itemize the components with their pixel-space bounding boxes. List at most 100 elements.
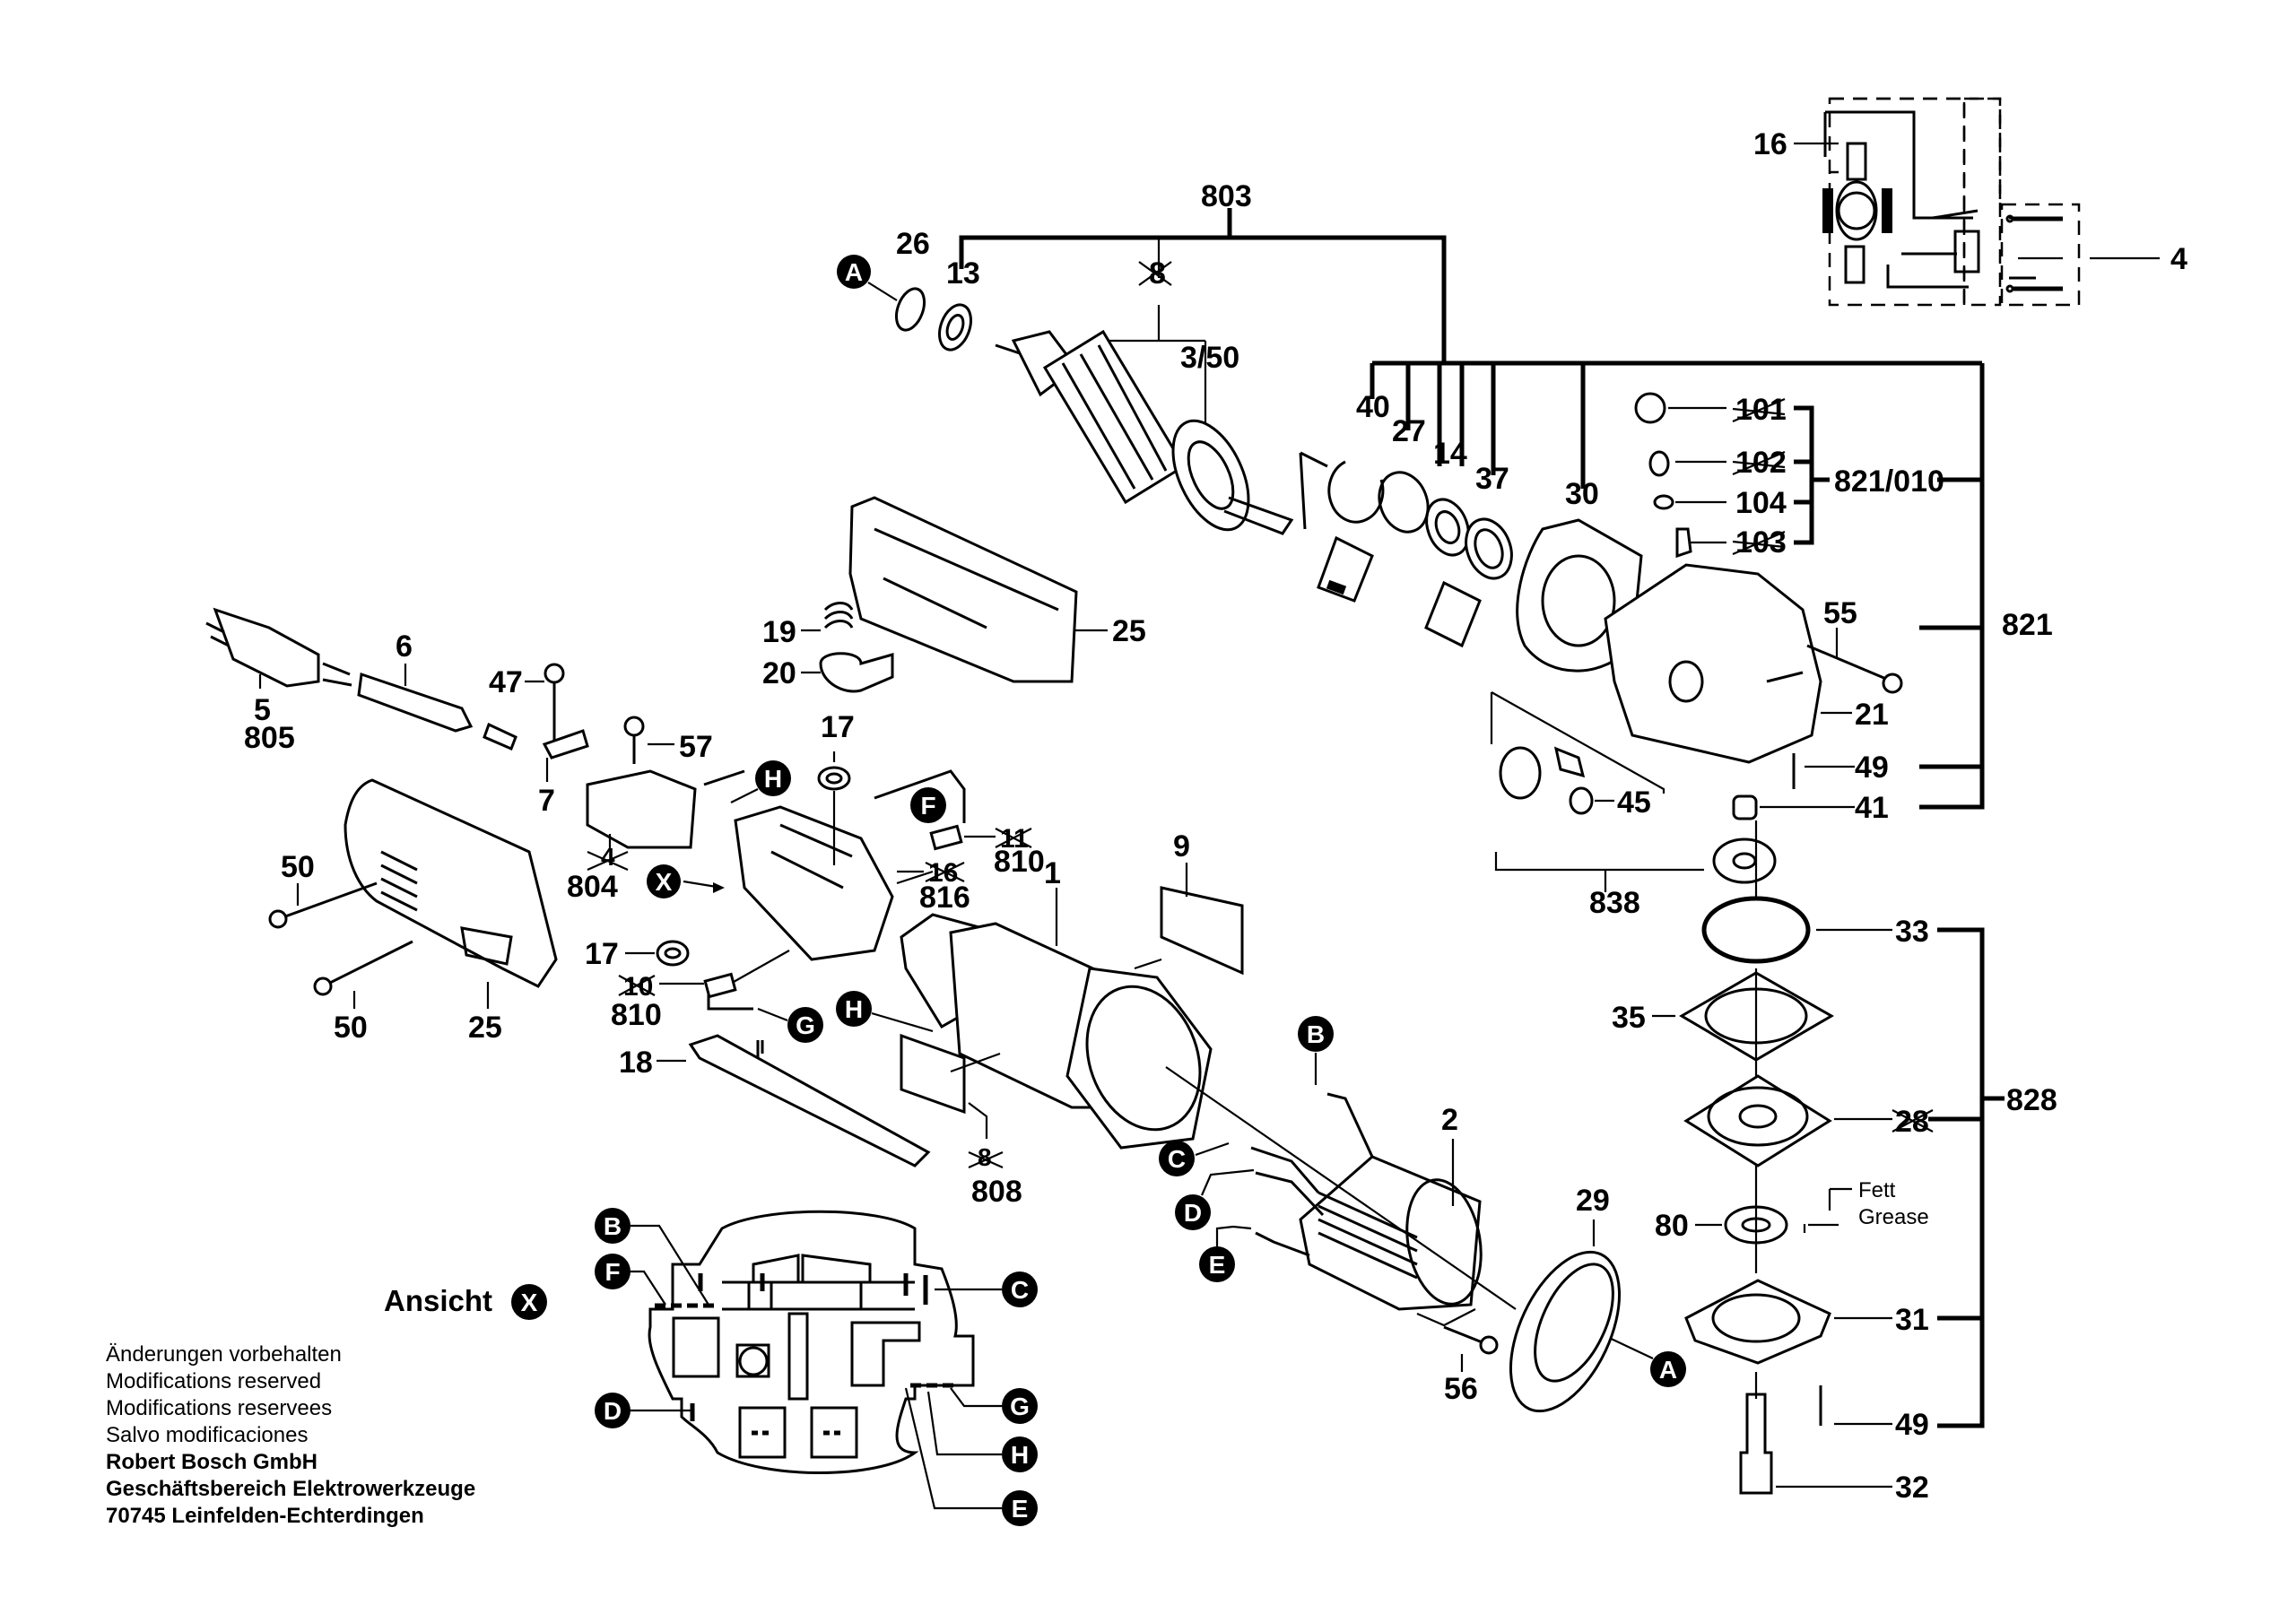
part-13-bearing: [938, 303, 972, 352]
part-1-motor-housing: [900, 913, 1213, 1150]
label-29: 29: [1576, 1184, 1610, 1218]
part-31-clamp-plate: [1684, 1279, 1831, 1365]
callout-a-bottom: A: [1605, 1335, 1686, 1387]
part-45-nut: [1569, 786, 1594, 815]
part-5-plug: [213, 607, 320, 688]
part-25-handle-cover-b: [344, 778, 558, 988]
callout-f: F: [910, 787, 946, 823]
label-11-struck: 11: [995, 824, 1032, 854]
label-2: 2: [1441, 1103, 1458, 1137]
part-28-bearing-flange: [1683, 1074, 1832, 1167]
callout-a-top: A: [837, 255, 898, 301]
part-brush-b: [703, 972, 737, 999]
part-26-nut: [894, 287, 926, 332]
part-6-cord-protector: [357, 672, 474, 733]
footer-company: Robert Bosch GmbH: [106, 1450, 318, 1474]
svg-text:H: H: [845, 995, 863, 1023]
label-810-a: 810: [994, 845, 1045, 879]
label-8-struck: 8: [1138, 256, 1172, 291]
label-28-struck: 28: [1892, 1105, 1934, 1139]
part-17-spring-a: [817, 766, 851, 791]
callout-f-view: F: [595, 1254, 666, 1306]
svg-text:C: C: [1168, 1145, 1186, 1173]
bracket-821-010: [1634, 363, 1985, 810]
label-32: 32: [1895, 1471, 1929, 1505]
svg-text:H: H: [1011, 1441, 1029, 1469]
svg-text:F: F: [920, 792, 935, 820]
label-25-a: 25: [1112, 614, 1146, 648]
part-brush-cap-a: [1317, 535, 1374, 603]
view-x-callout: X: [511, 1284, 547, 1320]
label-31: 31: [1895, 1303, 1929, 1337]
callout-e-field: E: [1199, 1225, 1252, 1282]
label-33: 33: [1895, 915, 1929, 949]
label-19: 19: [762, 615, 796, 649]
label-50-b: 50: [334, 1011, 368, 1045]
footer-line-es: Salvo modificaciones: [106, 1423, 309, 1447]
label-808: 808: [971, 1175, 1022, 1209]
label-49-a: 49: [1855, 751, 1889, 785]
label-37: 37: [1475, 462, 1509, 496]
label-57: 57: [679, 730, 713, 764]
svg-text:G: G: [1010, 1393, 1030, 1420]
callout-b-view: B: [595, 1208, 709, 1306]
label-40: 40: [1356, 390, 1390, 424]
callout-b-field: B: [1298, 1016, 1334, 1085]
label-26: 26: [896, 227, 930, 261]
footer-division: Geschäftsbereich Elektrowerkzeuge: [106, 1477, 476, 1501]
svg-text:E: E: [1209, 1251, 1226, 1279]
part-17-spring-b: [656, 940, 690, 967]
label-805: 805: [244, 721, 295, 755]
label-102-struck: 102: [1732, 446, 1787, 480]
part-33-o-ring: [1701, 896, 1811, 964]
part-21-gear-housing: [1604, 563, 1822, 764]
label-13: 13: [946, 256, 980, 291]
view-label-ansicht: Ansicht: [384, 1284, 493, 1317]
svg-text:8: 8: [978, 1143, 992, 1171]
footer-line-en: Modifications reserved: [106, 1369, 322, 1393]
part-55-screw: [1806, 644, 1893, 683]
label-838: 838: [1589, 886, 1640, 920]
svg-text:C: C: [1011, 1276, 1029, 1304]
bracket-803: [959, 208, 1982, 489]
label-16: 16: [1753, 127, 1787, 161]
label-49-b: 49: [1895, 1408, 1929, 1442]
part-brush-cap-b: [1424, 580, 1482, 648]
label-828: 828: [2006, 1083, 2057, 1117]
label-41: 41: [1855, 791, 1889, 825]
label-4-struck: 4: [587, 843, 629, 872]
label-821-010: 821/010: [1834, 464, 1944, 499]
label-16-struck: 16: [925, 858, 965, 888]
part-19-spring: [823, 602, 854, 629]
label-50-a: 50: [281, 850, 315, 884]
label-803: 803: [1201, 179, 1252, 213]
label-104: 104: [1735, 486, 1787, 520]
part-57-screw: [623, 716, 645, 737]
callout-g-brush: G: [757, 1007, 823, 1043]
callout-e-view: E: [904, 1387, 1038, 1526]
svg-text:D: D: [1184, 1199, 1202, 1227]
part-25-handle-housing-a: [848, 496, 1078, 683]
label-35: 35: [1612, 1001, 1646, 1035]
label-21: 21: [1855, 698, 1889, 732]
label-30: 30: [1565, 477, 1599, 511]
svg-text:G: G: [796, 1011, 815, 1039]
part-35-gasket: [1679, 971, 1834, 1062]
callout-h-view: H: [926, 1391, 1038, 1472]
label-6: 6: [396, 629, 413, 664]
label-810-b: 810: [611, 998, 662, 1032]
callout-c-field: C: [1159, 1141, 1230, 1176]
grease-note: Fett Grease: [1858, 1177, 1929, 1231]
part-7-cable-clamp: [542, 729, 589, 759]
callout-x-brush: X: [647, 864, 725, 898]
label-10-struck: 10: [618, 972, 656, 1002]
svg-text:B: B: [604, 1212, 622, 1240]
label-56: 56: [1444, 1372, 1478, 1406]
label-17-a: 17: [821, 710, 855, 744]
part-bevel-gear: [1712, 838, 1777, 884]
label-17-b: 17: [585, 937, 619, 971]
label-25-b: 25: [468, 1011, 502, 1045]
part-29-air-guide: [1509, 1250, 1622, 1413]
grease-note-en: Grease: [1858, 1205, 1929, 1229]
label-103-struck: 103: [1732, 525, 1787, 560]
